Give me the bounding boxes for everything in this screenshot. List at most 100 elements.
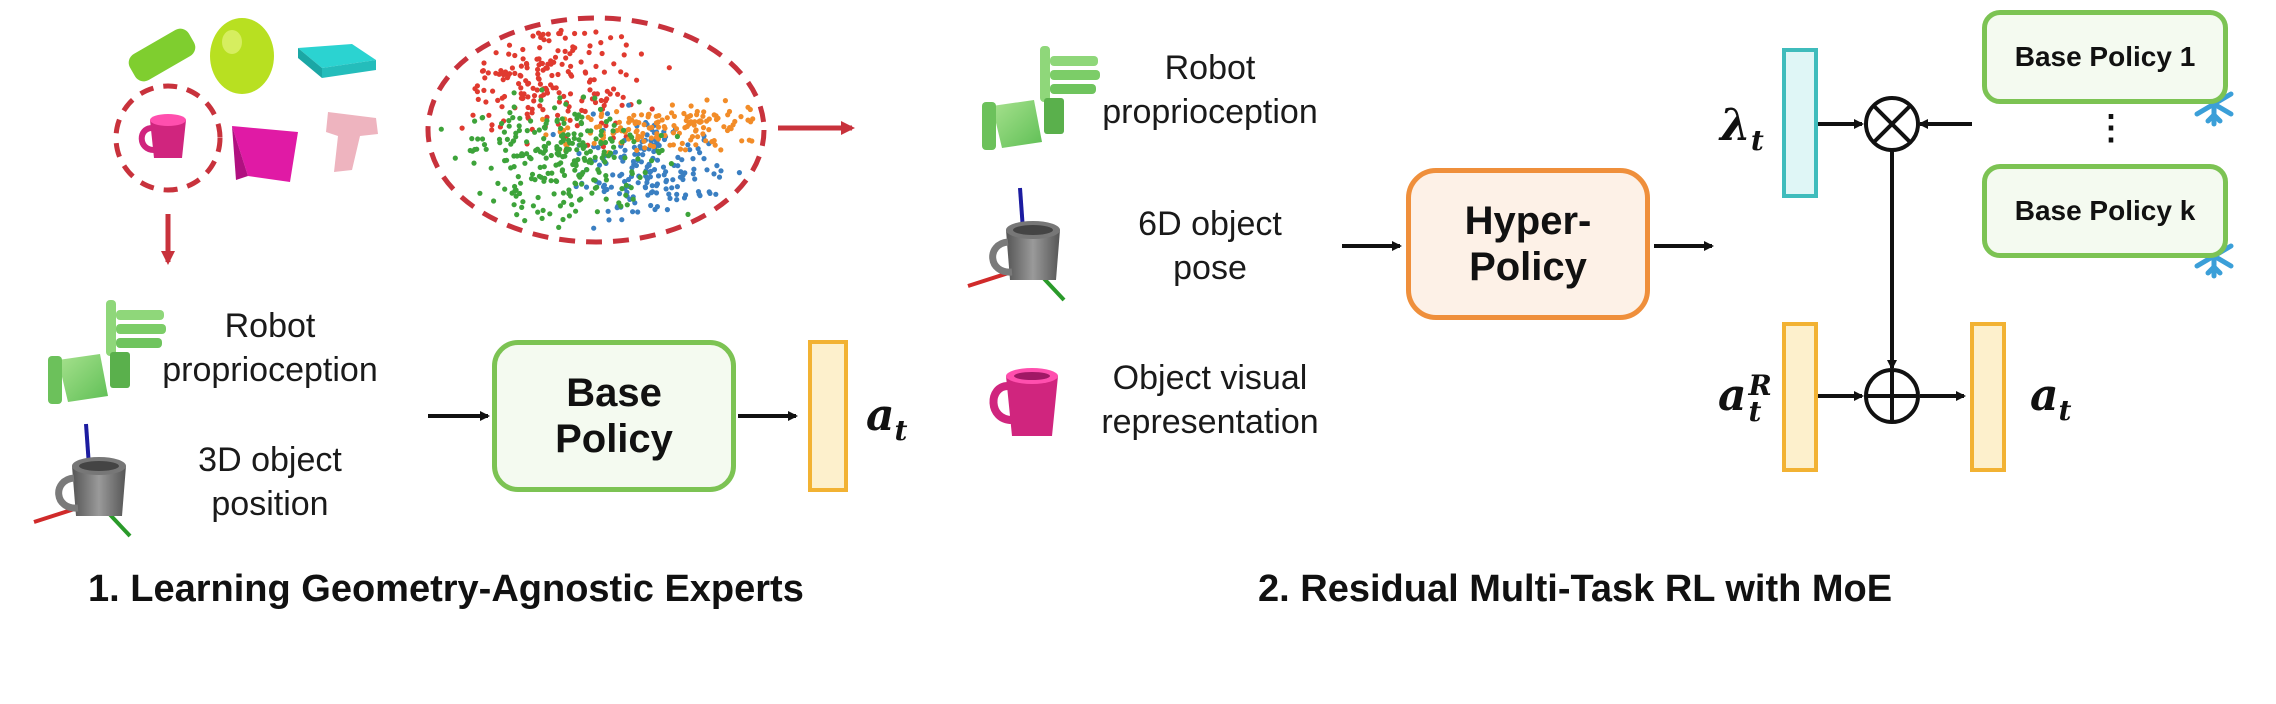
cluster-point	[693, 128, 699, 134]
cluster-point	[598, 132, 604, 138]
cluster-point	[568, 63, 574, 69]
cluster-point	[557, 30, 563, 37]
cluster-point	[524, 111, 530, 117]
cluster-point	[501, 129, 507, 135]
cluster-point	[560, 154, 566, 160]
cluster-point	[701, 156, 707, 162]
cluster-point	[552, 105, 558, 111]
cluster-point	[535, 66, 541, 73]
cluster-point	[679, 140, 685, 146]
cluster-point	[725, 112, 731, 118]
cluster-point	[596, 162, 603, 168]
cluster-point	[739, 138, 745, 144]
cluster-point	[592, 177, 598, 183]
cluster-point	[540, 116, 546, 122]
hyper-policy-box: Hyper- Policy	[1406, 168, 1650, 320]
base-policy-1-box: Base Policy 1	[1982, 10, 2228, 104]
cluster-point	[666, 191, 672, 197]
cluster-point	[556, 90, 562, 96]
cluster-point	[686, 114, 692, 120]
cluster-point	[713, 113, 719, 119]
cluster-point	[555, 48, 561, 54]
cluster-point	[607, 150, 614, 156]
cluster-point	[483, 99, 489, 105]
cluster-point	[616, 191, 623, 197]
cluster-point	[542, 175, 548, 181]
cluster-point	[614, 127, 620, 134]
cluster-point	[541, 37, 547, 43]
cluster-point	[608, 35, 614, 41]
cluster-point	[477, 190, 483, 196]
cluster-point	[618, 34, 625, 40]
cluster-point	[727, 125, 733, 131]
cluster-point	[611, 144, 617, 150]
cluster-point	[695, 146, 701, 152]
cluster-point	[499, 120, 505, 127]
cluster-points	[438, 27, 756, 231]
cluster-point	[749, 138, 755, 144]
cluster-point	[644, 164, 650, 170]
cluster-point	[693, 142, 699, 148]
cluster-point	[747, 106, 753, 113]
cluster-point	[536, 56, 542, 62]
object-collection	[113, 18, 378, 265]
cluster-point	[532, 129, 538, 135]
cluster-point	[535, 75, 542, 81]
left-action-bar	[808, 340, 848, 492]
cluster-point	[490, 88, 496, 94]
cluster-point	[637, 143, 643, 149]
cluster-point	[524, 139, 530, 145]
cluster-point	[506, 123, 512, 129]
cluster-point	[595, 145, 601, 151]
cluster-point	[567, 193, 574, 199]
cluster-point	[629, 171, 635, 177]
cluster-point	[674, 191, 680, 197]
cluster-point	[556, 224, 562, 230]
cluster-point	[580, 140, 586, 146]
cluster-point	[557, 203, 564, 209]
cluster-point	[481, 87, 487, 93]
cluster-point	[603, 119, 610, 125]
cluster-point	[653, 190, 660, 196]
left-action-symbol: at	[866, 390, 908, 447]
cluster-point	[614, 109, 620, 115]
cluster-point	[536, 62, 542, 68]
cluster-point	[493, 50, 499, 56]
cluster-point	[688, 119, 694, 125]
cluster-point	[593, 29, 599, 35]
cluster-point	[649, 189, 656, 195]
cluster-point	[745, 117, 751, 123]
cluster-point	[580, 94, 587, 100]
cluster-point	[669, 185, 675, 191]
cluster-point	[701, 109, 707, 115]
cluster-point	[714, 163, 720, 169]
cluster-point	[618, 203, 624, 209]
cluster-point	[520, 199, 526, 205]
cluster-point	[565, 137, 572, 143]
cluster-point	[513, 193, 519, 199]
green-egg-object	[210, 18, 274, 94]
cluster-point	[623, 42, 629, 48]
cluster-point	[655, 173, 662, 179]
cluster-point	[479, 115, 485, 121]
cluster-point	[634, 147, 640, 153]
cluster-point	[604, 111, 611, 117]
cluster-point	[543, 132, 549, 138]
left-object-position-label: 3D object position	[198, 441, 342, 523]
cluster-point	[552, 54, 559, 60]
cluster-point	[482, 75, 488, 81]
cluster-point	[587, 87, 593, 93]
cluster-point	[631, 112, 637, 118]
cluster-point	[475, 136, 481, 142]
cluster-point	[630, 158, 637, 165]
cluster-point	[510, 138, 517, 144]
cluster-point	[554, 144, 560, 150]
cluster-point	[529, 171, 536, 177]
cluster-point	[611, 86, 617, 92]
cluster-point	[608, 184, 615, 190]
cluster-point	[528, 176, 535, 182]
plus-circle-icon	[1864, 368, 1920, 424]
cluster-point	[700, 113, 706, 119]
cluster-point	[556, 99, 563, 105]
cluster-point	[619, 186, 625, 192]
